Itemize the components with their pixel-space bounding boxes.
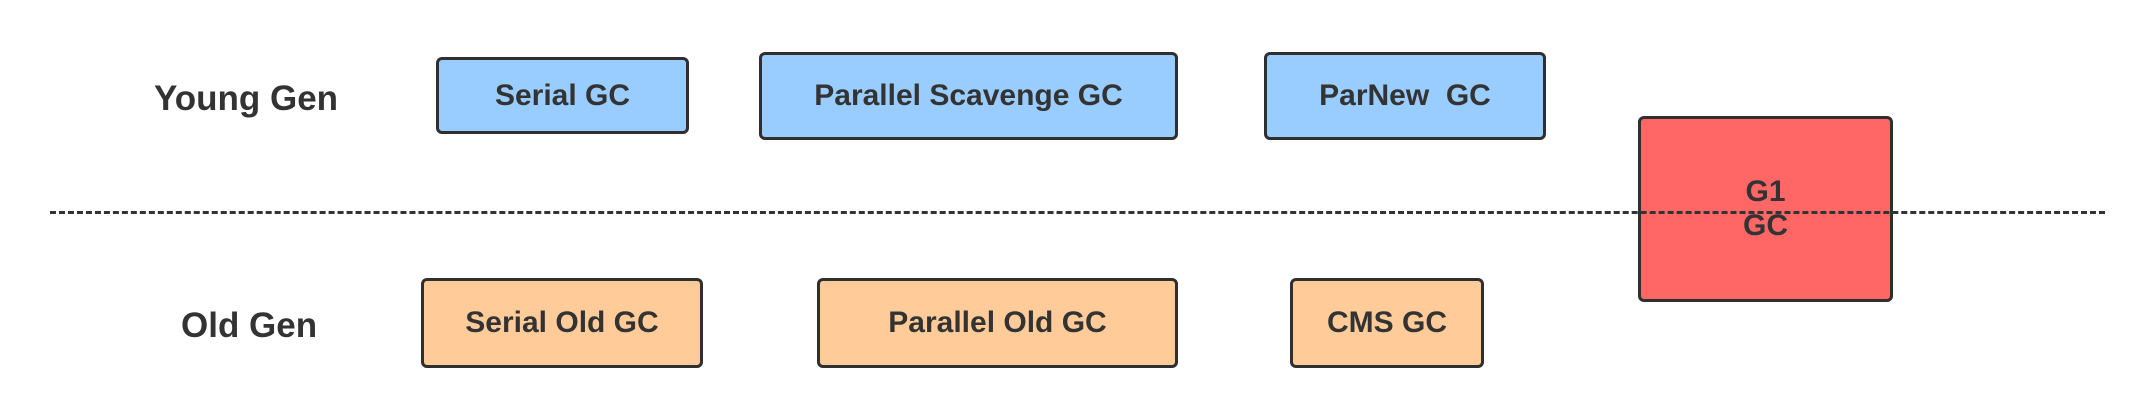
g1-gc-label-line2: GC — [1743, 209, 1788, 242]
serial-gc-box: Serial GC — [436, 57, 689, 134]
young-gen-label: Young Gen — [154, 79, 339, 118]
g1-gc-box: G1 GC — [1638, 116, 1893, 302]
parallel-old-gc-box: Parallel Old GC — [817, 278, 1178, 368]
parallel-scavenge-gc-box: Parallel Scavenge GC — [759, 52, 1178, 140]
g1-gc-label: G1 GC — [1743, 175, 1788, 244]
serial-old-gc-box: Serial Old GC — [421, 278, 703, 368]
parnew-gc-box: ParNew GC — [1264, 52, 1546, 140]
g1-gc-label-line1: G1 — [1745, 174, 1786, 208]
generation-divider-line — [50, 211, 2105, 214]
cms-gc-box: CMS GC — [1290, 278, 1484, 368]
old-gen-label: Old Gen — [181, 306, 318, 345]
